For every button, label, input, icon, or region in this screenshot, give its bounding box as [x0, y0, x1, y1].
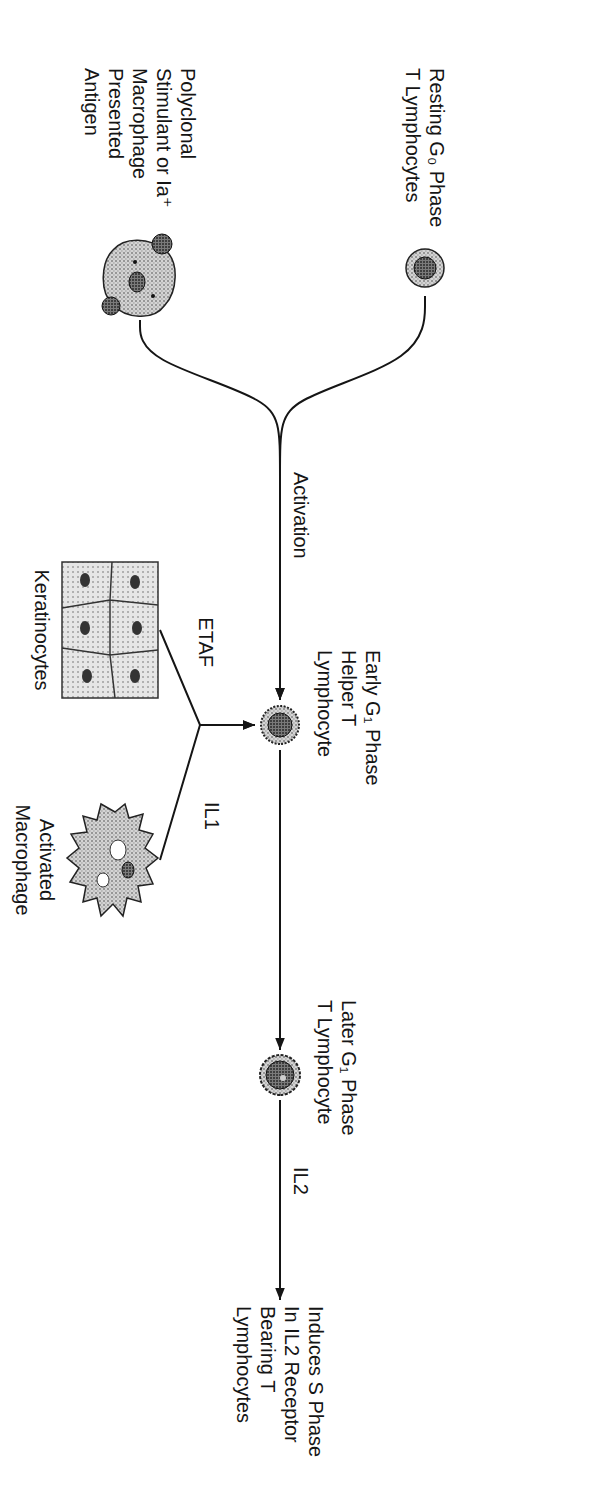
lymphocyte [152, 234, 172, 254]
signal-label: Activation [289, 470, 312, 561]
activated-macrophage-illustration [67, 804, 158, 916]
cell-label: Later G₁ Phase T Lymphocyte [313, 1000, 361, 1150]
cell-membrane [406, 249, 444, 287]
macrophage-node: Activated Macrophage [65, 800, 160, 920]
cell-label: Early G₁ Phase Helper T Lymphocyte [313, 650, 385, 800]
macrophage-body [67, 804, 158, 916]
cell-nucleus [130, 575, 140, 589]
arrow-connector [280, 296, 425, 700]
cell-label: Polyclonal Stimulant or Ia⁺ Macrophage P… [80, 68, 200, 218]
cell-membrane [260, 1055, 300, 1095]
vacuole [97, 873, 109, 887]
keratinocytes-illustration [62, 562, 158, 698]
stimulus-node: Polyclonal Stimulant or Ia⁺ Macrophage P… [100, 230, 180, 320]
cell-nucleus [80, 573, 90, 587]
cell-nucleus [130, 669, 140, 683]
cell-nucleus [82, 669, 92, 683]
cell-label: Resting G₀ Phase T Lymphocytes [401, 68, 449, 228]
arrow-connector [140, 320, 280, 700]
nucleolus [280, 1075, 286, 1081]
cell-nucleus [129, 272, 145, 292]
cell-label: Activated Macrophage [11, 790, 59, 930]
antigen-dot [151, 294, 155, 298]
early-cell-node: Early G₁ Phase Helper T Lymphocyte [255, 700, 305, 750]
cell-nucleus [268, 713, 292, 737]
cell-nucleus [132, 621, 142, 635]
signal-label: ETAF [194, 585, 217, 669]
signal-label: IL1 [200, 800, 223, 864]
later-cell-illustration [260, 1055, 300, 1095]
keratinocyte-node: Keratinocytes [60, 560, 160, 700]
early-cell-illustration [261, 706, 299, 744]
later-cell-node: Later G₁ Phase T Lymphocyte [255, 1050, 305, 1100]
cell-membrane [261, 706, 299, 744]
cell-nucleus [122, 862, 134, 878]
epidermis-patch [62, 562, 158, 698]
arrow-connector [279, 1100, 281, 1300]
vacuole [110, 840, 126, 860]
antigen-cluster-illustration [102, 234, 175, 316]
cell-nucleus [414, 257, 436, 279]
cell-nucleus [266, 1061, 294, 1089]
cell-label: Keratinocytes [30, 555, 54, 705]
cell-nucleus [80, 621, 90, 635]
arrow-connector [279, 750, 281, 1050]
resting-cell-node: Resting G₀ Phase T Lymphocytes [400, 240, 450, 296]
antigen-dot [133, 260, 137, 264]
resting-cell-illustration [406, 249, 444, 287]
cell-borders [62, 562, 158, 698]
signal-label: IL2 [289, 1165, 312, 1197]
lymphocyte [102, 297, 120, 315]
outcome-node: Induces S Phase In IL2 Receptor Bearing … [228, 1300, 332, 1470]
cell-label: Induces S Phase In IL2 Receptor Bearing … [232, 1306, 328, 1464]
